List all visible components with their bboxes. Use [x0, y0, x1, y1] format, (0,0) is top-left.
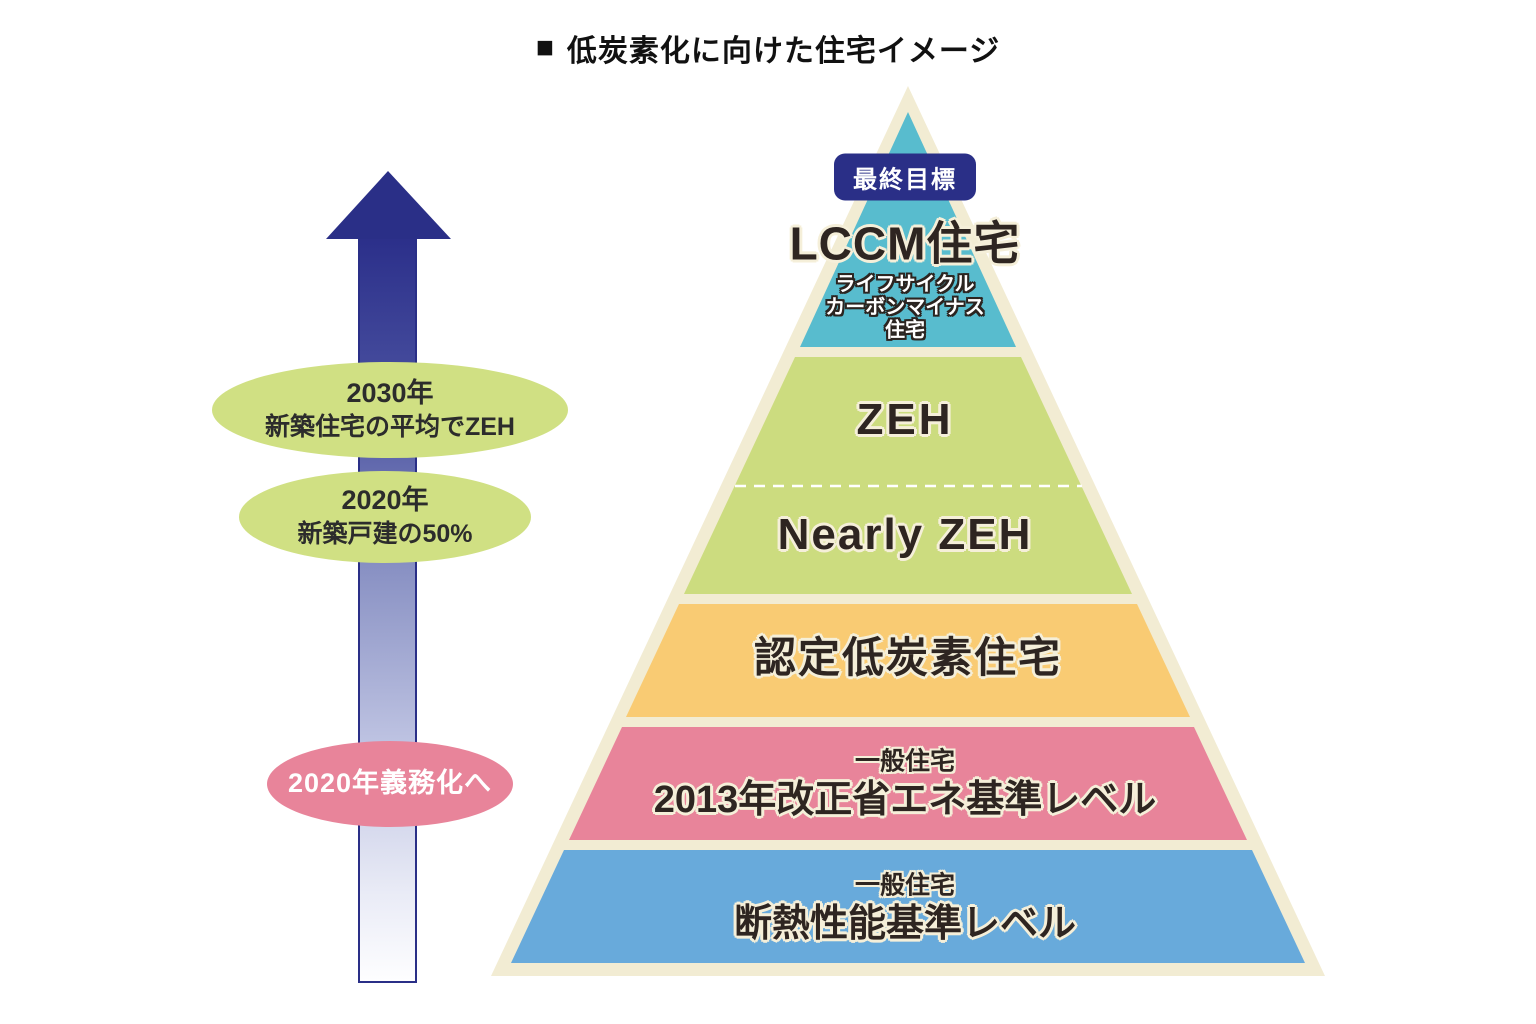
layer-lccm-label: LCCM住宅: [789, 217, 1021, 270]
layer-lccm-shape: [800, 112, 1016, 347]
layer-general-insulation-label: 断熱性能基準レベル: [733, 903, 1077, 946]
layer-general-insulation-category: 一般住宅: [854, 871, 956, 900]
final-goal-badge: 最終目標: [834, 153, 976, 201]
milestone-line: 新築住宅の平均でZEH: [264, 413, 515, 442]
layer-general-2013-category: 一般住宅: [854, 747, 956, 776]
layer-certified-low-carbon-label: 認定低炭素住宅: [753, 633, 1063, 681]
layer-nearly-zeh-label: Nearly ZEH: [777, 509, 1033, 559]
milestone-line: 新築戸建の50%: [297, 520, 473, 549]
layer-general-2013-shape: [569, 727, 1247, 840]
arrow-head-icon: [326, 171, 451, 239]
lccm-subtitle-line: ライフサイクル: [835, 273, 975, 296]
lccm-subtitle-line: カーボンマイナス: [825, 296, 985, 319]
arrow-shaft: [358, 236, 417, 983]
layer-general-insulation-shape: [511, 850, 1305, 963]
milestone-line: 2030年: [346, 378, 434, 409]
layer-zeh-nearly-shape: [684, 357, 1132, 594]
page-title-text: 低炭素化に向けた住宅イメージ: [566, 35, 1001, 68]
layer-general-2013-label: 2013年改正省エネ基準レベル: [653, 779, 1157, 822]
layer-lccm-subtitle: ライフサイクル カーボンマイナス 住宅: [825, 274, 985, 343]
layer-zeh-label: ZEH: [856, 394, 954, 444]
milestone-line: 2020年: [341, 485, 429, 516]
title-bullet-square-icon: ■: [535, 31, 555, 64]
milestone-line: 2020年義務化へ: [287, 768, 493, 799]
layer-certified-shape: [626, 604, 1190, 717]
page-title: ■ 低炭素化に向けた住宅イメージ: [536, 26, 1001, 70]
milestone-2030-zeh-ellipse: 2030年 新築住宅の平均でZEH: [212, 362, 568, 458]
milestone-2020-50pct-ellipse: 2020年 新築戸建の50%: [239, 471, 531, 563]
lccm-subtitle-line: 住宅: [884, 319, 925, 342]
milestone-2020-mandatory-ellipse: 2020年義務化へ: [267, 741, 513, 827]
